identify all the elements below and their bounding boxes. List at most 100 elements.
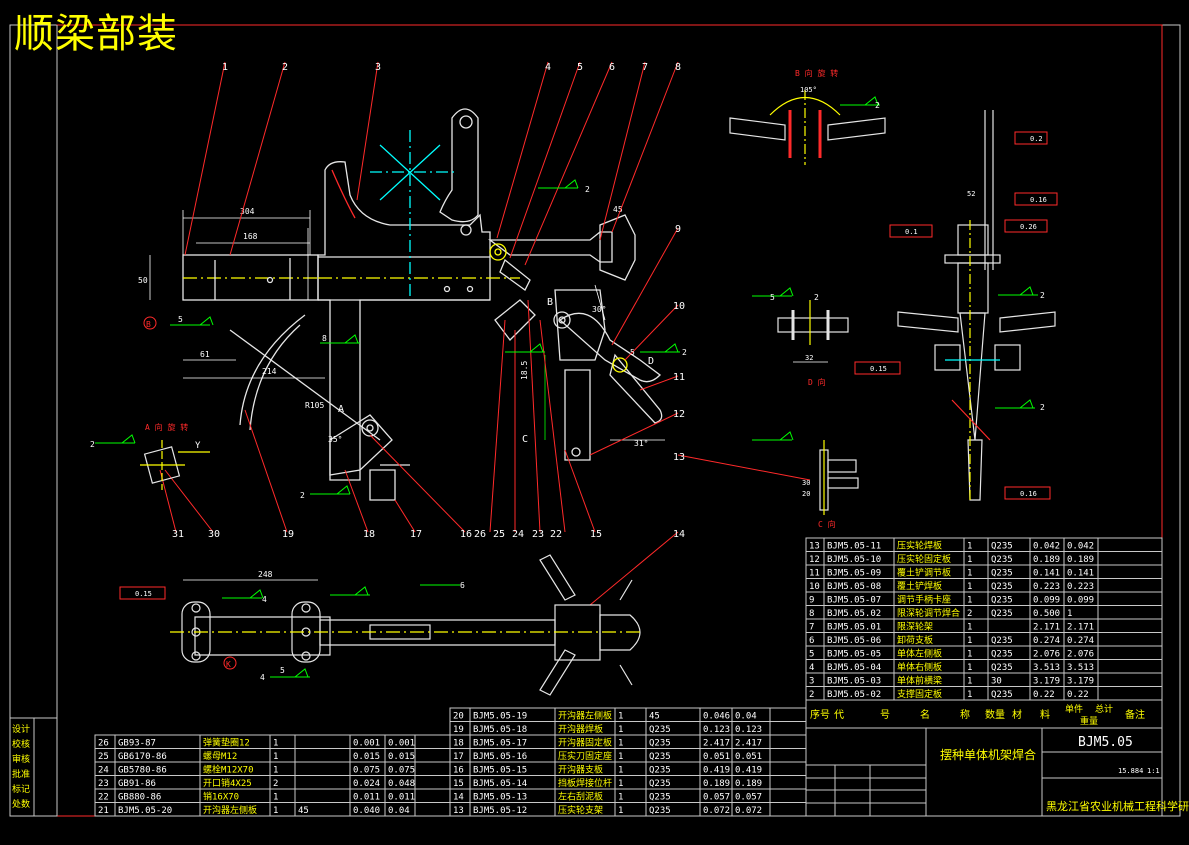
- bom-cell: 1: [967, 650, 972, 660]
- bom-cell: 3.513: [1067, 663, 1094, 673]
- bom-cell: 15: [453, 779, 464, 789]
- bom-cell: BJM5.05-07: [827, 596, 881, 606]
- svg-text:称: 称: [960, 708, 970, 721]
- bom-cell: 0.04: [735, 712, 757, 722]
- callout-25: 25: [493, 529, 505, 540]
- bom-cell: 开沟器固定板: [558, 737, 612, 749]
- bom-cell: 0.040: [353, 806, 380, 816]
- bom-cell: 0.048: [388, 779, 415, 789]
- dim-r105: R105: [305, 401, 324, 410]
- callout-14: 14: [673, 529, 685, 540]
- svg-text:号: 号: [880, 709, 890, 721]
- main-dimensions: [149, 210, 665, 441]
- bom-cell: BJM5.05-15: [473, 766, 527, 776]
- bom-cell: 1: [618, 779, 623, 789]
- bom-cell: Q235: [649, 739, 671, 749]
- bom-cell: 0.274: [1033, 636, 1060, 646]
- callout-15: 15: [590, 529, 602, 540]
- bom-cell: 0.015: [388, 752, 415, 762]
- tol-7: 0.15: [119, 586, 166, 600]
- k-markers: B K: [143, 316, 237, 670]
- bom-cell: 1: [967, 569, 972, 579]
- bom-cell: 0.051: [735, 752, 762, 762]
- svg-text:5: 5: [630, 348, 635, 357]
- callout-4: 4: [545, 62, 551, 73]
- bom-cell: 1: [967, 663, 972, 673]
- bom-right-header: 序号 代 号 名 称 数量 材 料 单件 总计 重量 备注: [805, 699, 1163, 729]
- bom-cell: 19: [453, 725, 464, 735]
- svg-text:0.16: 0.16: [1020, 490, 1037, 498]
- svg-text:A: A: [338, 404, 344, 415]
- svg-text:重量: 重量: [1080, 715, 1098, 727]
- bom-cell: 8: [809, 609, 814, 619]
- d-view: 32: [777, 300, 849, 363]
- bom-cell: 4: [809, 663, 814, 673]
- callout-13: 13: [673, 452, 685, 463]
- bom-cell: 0.099: [1067, 596, 1094, 606]
- bom-cell: GB93-87: [118, 739, 156, 749]
- view-c: C 向: [818, 519, 836, 529]
- bom-cell: Q235: [991, 636, 1013, 646]
- bom-cell: 开沟器焊板: [558, 723, 603, 735]
- bom-cell: BJM5.05-08: [827, 582, 881, 592]
- svg-text:248: 248: [258, 570, 273, 579]
- svg-text:32: 32: [805, 354, 813, 362]
- svg-text:2: 2: [682, 348, 687, 357]
- bom-cell: 0.419: [703, 766, 730, 776]
- svg-text:备注: 备注: [1125, 708, 1145, 721]
- callout-22: 22: [550, 529, 562, 540]
- bom-cell: 22: [98, 793, 109, 803]
- svg-text:2: 2: [875, 101, 880, 110]
- bom-cell: Q235: [991, 690, 1013, 700]
- bom-cell: 2.417: [735, 739, 762, 749]
- bom-cell: 单体左侧板: [897, 648, 942, 660]
- bom-cell: Q235: [991, 582, 1013, 592]
- bom-cell: Q235: [991, 569, 1013, 579]
- bom-cell: 2.076: [1033, 650, 1060, 660]
- callout-11: 11: [673, 372, 685, 383]
- c-view: 30 20: [802, 440, 859, 515]
- callout-26: 26: [474, 529, 486, 540]
- svg-text:总计: 总计: [1095, 703, 1113, 715]
- bom-cell: 45: [649, 712, 660, 722]
- bom-cell: 弹簧垫圈12: [203, 737, 250, 749]
- bom-cell: Q235: [991, 555, 1013, 565]
- bom-cell: 0.189: [735, 779, 762, 789]
- callout-numbers: 1 2 3 4 5 6 7 8 9 10 11 12 13 14 15 16 1…: [172, 62, 685, 540]
- svg-text:52: 52: [967, 190, 975, 198]
- view-labels: B 向 旋 转 A 向 旋 转 D 向 C 向: [145, 68, 838, 529]
- main-dim-text: 304 168 61 214 R105 50 31° 30° 35° 18.5 …: [138, 205, 648, 448]
- bom-cell: Q235: [991, 609, 1013, 619]
- bom-cell: 开口销4X25: [203, 777, 252, 789]
- bom-cell: 21: [98, 806, 109, 816]
- bom-cell: 0.057: [703, 793, 730, 803]
- dim-168: 168: [243, 232, 258, 241]
- bom-cell: 0.189: [1067, 555, 1094, 565]
- bom-cell: 1: [273, 766, 278, 776]
- page-title: 顺梁部装: [14, 11, 178, 57]
- bom-cell: 0.011: [388, 793, 415, 803]
- bom-cell: Q235: [649, 752, 671, 762]
- bom-cell: 0.04: [388, 806, 410, 816]
- callout-23: 23: [532, 529, 544, 540]
- bom-cell: 5: [809, 650, 814, 660]
- bom-cell: Q235: [991, 650, 1013, 660]
- bottom-view: 248: [170, 554, 641, 696]
- bom-cell: 压实轮支架: [558, 804, 603, 816]
- bom-cell: 1: [967, 636, 972, 646]
- svg-text:5: 5: [770, 293, 775, 302]
- bom-cell: 11: [809, 569, 820, 579]
- bom-cell: GB91-86: [118, 779, 156, 789]
- bom-cell: 2: [967, 609, 972, 619]
- svg-text:0.2: 0.2: [1030, 135, 1043, 143]
- bom-cell: GB880-86: [118, 793, 161, 803]
- tol-5: 0.15: [854, 361, 901, 375]
- bom-cell: 0.072: [735, 806, 762, 816]
- institute-name: 黑龙江省农业机械工程科学研究院: [1046, 799, 1189, 813]
